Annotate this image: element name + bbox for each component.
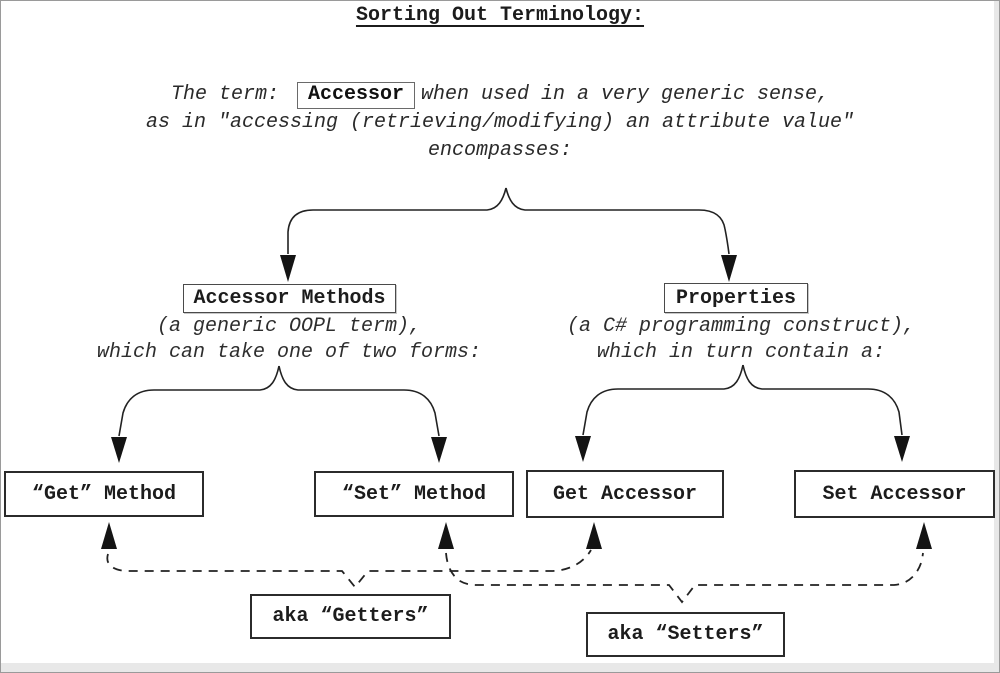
page-title: Sorting Out Terminology: <box>1 4 999 27</box>
arrowhead-up-set-method <box>438 522 454 549</box>
intro-line1-pre: The term: <box>170 83 291 106</box>
set-accessor-box: Set Accessor <box>794 470 995 518</box>
properties-box: Properties <box>664 283 808 313</box>
set-accessor-label: Set Accessor <box>822 482 967 506</box>
properties-caption: (a C# programming construct), which in t… <box>491 314 991 366</box>
arrowhead-down-set-method <box>431 437 447 463</box>
arrowhead-down-properties <box>721 255 737 282</box>
properties-caption-line1: (a C# programming construct), <box>566 315 916 338</box>
accessor-methods-box: Accessor Methods <box>183 284 396 313</box>
arrowhead-down-get-accessor <box>575 436 591 462</box>
right-brace-connector <box>575 364 910 462</box>
arrowhead-up-get-method <box>101 522 117 549</box>
page-edge-right <box>994 1 999 672</box>
page-edge-bottom <box>1 663 999 672</box>
accessor-methods-caption-line2: which can take one of two forms: <box>96 341 482 364</box>
properties-label: Properties <box>675 286 797 310</box>
aka-setters-box: aka “Setters” <box>586 612 785 657</box>
accessor-methods-caption-line1: (a generic OOPL term), <box>156 315 422 338</box>
aka-setters-label: aka “Setters” <box>607 623 764 646</box>
accessor-methods-caption: (a generic OOPL term), which can take on… <box>39 314 539 366</box>
accessor-term-box: Accessor <box>296 82 415 109</box>
intro-line1-post: when used in a very generic sense, <box>420 83 830 106</box>
intro-line-2: as in "accessing (retrieving/modifying) … <box>145 111 855 134</box>
aka-getters-box: aka “Getters” <box>250 594 451 639</box>
properties-caption-line2: which in turn contain a: <box>596 341 886 364</box>
arrowhead-down-get-method <box>111 437 127 463</box>
setters-dashed-connector <box>438 522 932 604</box>
arrowhead-down-accessor-methods <box>280 255 296 282</box>
arrowhead-up-get-accessor <box>586 522 602 549</box>
left-brace-connector <box>111 365 447 463</box>
get-accessor-box: Get Accessor <box>526 470 724 518</box>
arrowhead-down-set-accessor <box>894 436 910 462</box>
get-method-label: “Get” Method <box>31 482 177 506</box>
set-method-box: “Set” Method <box>314 471 514 517</box>
intro-line-3: encompasses: <box>427 139 573 162</box>
accessor-methods-label: Accessor Methods <box>193 287 386 310</box>
top-brace-connector <box>280 187 737 282</box>
set-method-label: “Set” Method <box>341 482 487 506</box>
page-title-text: Sorting Out Terminology: <box>355 4 645 27</box>
arrowhead-up-set-accessor <box>916 522 932 549</box>
getters-dashed-connector <box>101 522 602 589</box>
get-accessor-label: Get Accessor <box>552 482 698 506</box>
aka-getters-label: aka “Getters” <box>272 605 429 628</box>
get-method-box: “Get” Method <box>4 471 204 517</box>
